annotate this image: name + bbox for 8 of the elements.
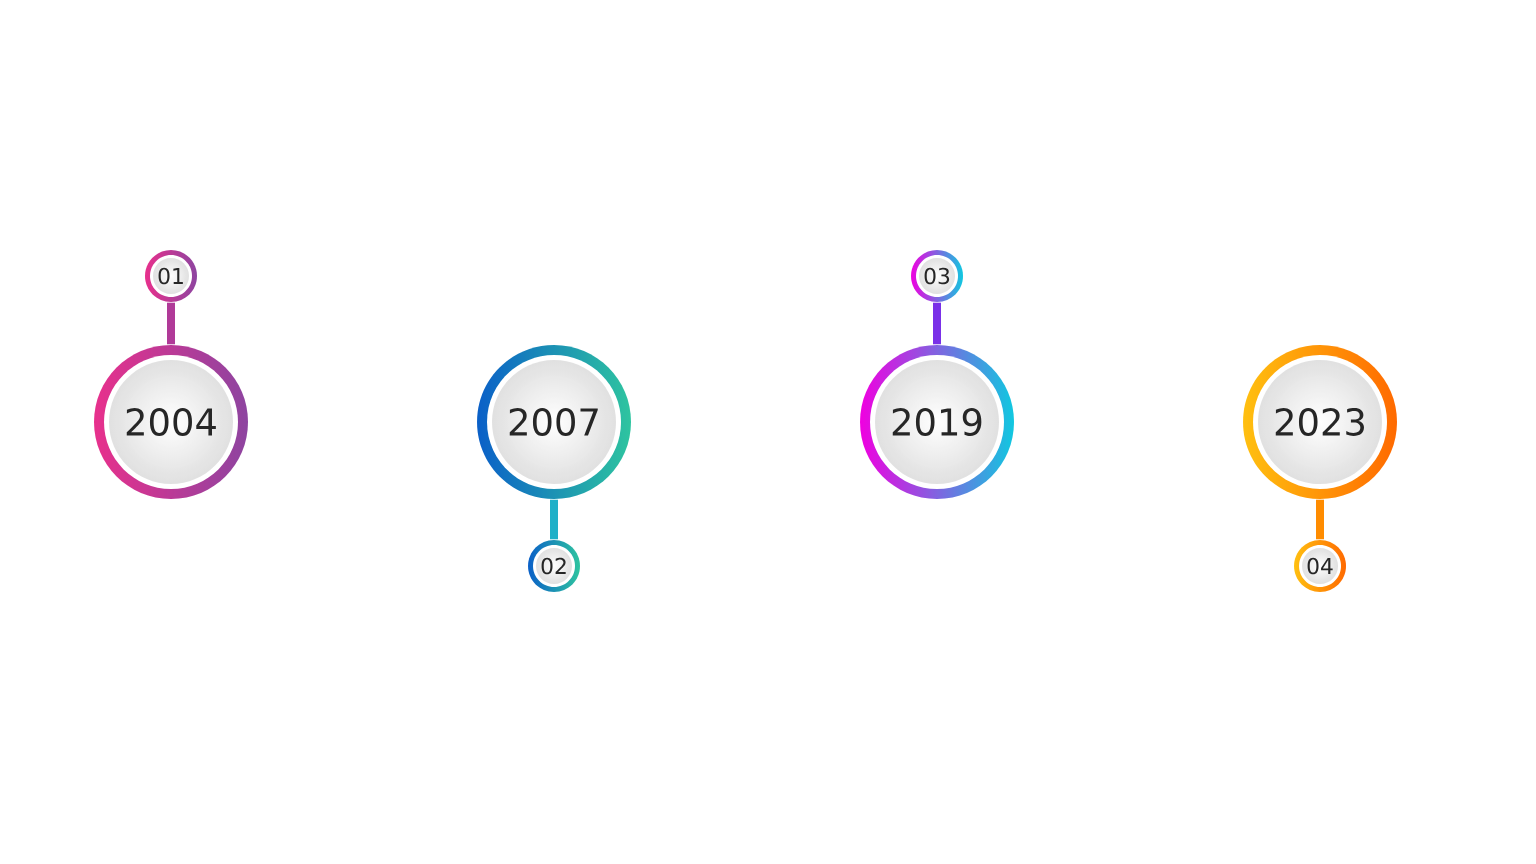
node-label: 2007	[509, 408, 598, 436]
node-label: 01	[158, 267, 183, 285]
node-label: 2004	[126, 408, 216, 436]
node-label: 2019	[892, 408, 982, 436]
node-label: 04	[1307, 557, 1333, 575]
node-label: 02	[541, 557, 566, 575]
node-label: 03	[924, 267, 950, 285]
node-label: 2023	[1275, 408, 1364, 436]
